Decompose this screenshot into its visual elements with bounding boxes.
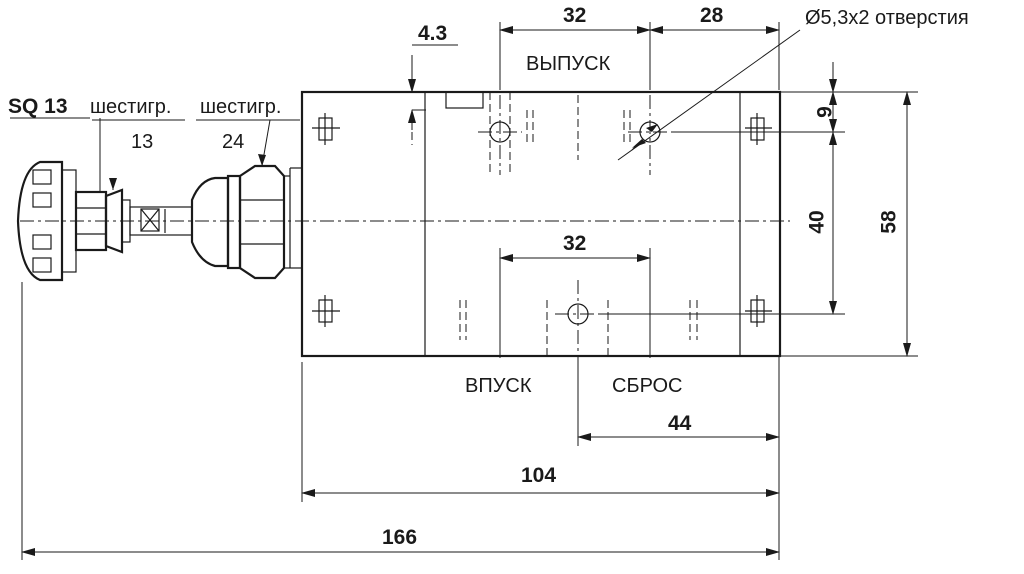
label-hex1: шестигр. (90, 96, 171, 118)
hex-nut-24 (238, 164, 286, 280)
mounting-slot-top-right (745, 113, 772, 145)
dim-text-32-top: 32 (563, 4, 586, 27)
dim-44 (577, 356, 780, 446)
dim-9 (672, 62, 845, 133)
label-exhaust: ВЫПУСК (526, 53, 611, 75)
port-exhaust-hole (478, 92, 522, 175)
port-exhaust-right-hole (628, 95, 672, 175)
dim-text-28: 28 (700, 4, 724, 27)
label-sq13: SQ 13 (8, 95, 68, 118)
dim-32-mid (499, 248, 651, 358)
label-holes: Ø5,3x2 отверстия (805, 7, 969, 29)
label-hex1-size: 13 (131, 131, 153, 153)
dim-hex24 (196, 119, 300, 167)
label-hex2-size: 24 (222, 131, 244, 153)
port-inlet-hole (546, 280, 609, 356)
dim-104 (301, 362, 780, 502)
dim-166 (21, 282, 780, 560)
knob (16, 160, 64, 282)
actuator-assembly (16, 160, 290, 282)
dim-40 (601, 131, 845, 315)
dim-text-104: 104 (521, 464, 556, 487)
dim-58 (780, 91, 918, 357)
dim-text-166: 166 (382, 526, 417, 549)
label-reset: СБРОС (612, 375, 682, 397)
dim-text-58: 58 (878, 210, 901, 234)
mounting-slot-bottom-left (312, 295, 340, 327)
leader-holes (617, 29, 801, 161)
mounting-slot-top-left (312, 113, 340, 145)
dim-sq13 (10, 117, 117, 192)
dim-text-44: 44 (668, 412, 692, 435)
mounting-slot-bottom-right (745, 295, 772, 327)
label-hex2: шестигр. (200, 96, 281, 118)
dim-text-4-3: 4.3 (418, 22, 447, 45)
dim-text-40: 40 (806, 210, 829, 233)
label-inlet: ВПУСК (465, 375, 532, 397)
dim-4-3 (408, 44, 458, 130)
dim-text-32-mid: 32 (563, 232, 586, 255)
hex-nut-13 (104, 188, 124, 254)
hidden-lines (411, 95, 698, 340)
valve-body (289, 90, 782, 358)
dim-text-9: 9 (814, 106, 837, 118)
dim-28 (649, 22, 780, 90)
